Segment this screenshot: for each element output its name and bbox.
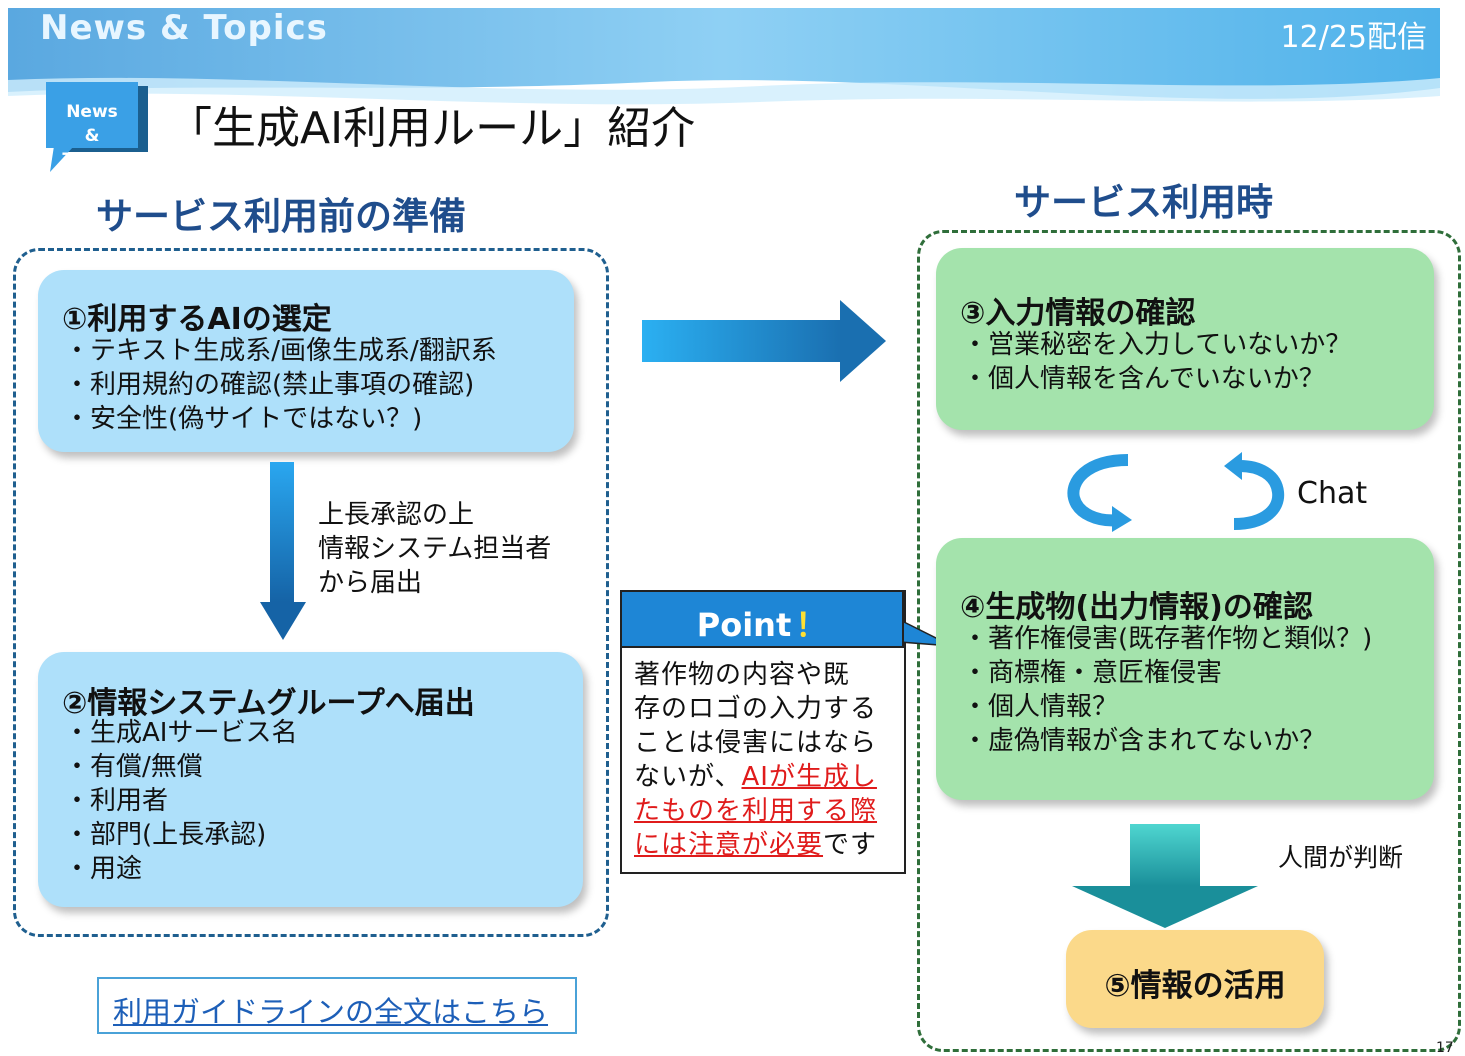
step1-card: ①利用するAIの選定 ・テキスト生成系/画像生成系/翻訳系 ・利用規約の確認(禁… xyxy=(38,270,574,452)
badge-text: News & Topics xyxy=(62,102,122,170)
step1-heading: ①利用するAIの選定 xyxy=(62,302,332,337)
list-item: ・部門(上長承認) xyxy=(64,820,267,850)
section-title-during-use: サービス利用時 xyxy=(1014,181,1273,224)
right-arrow-icon xyxy=(642,300,886,382)
cycle-arrow-right-icon xyxy=(1224,452,1285,530)
step3-list: ・営業秘密を入力していないか？ ・個人情報を含んでいないか？ xyxy=(962,328,1351,396)
down-arrow-icon xyxy=(260,462,306,640)
step4-list: ・著作権侵害(既存著作物と類似？) ・商標権・意匠権侵害 ・個人情報？ ・虚偽情… xyxy=(962,622,1372,758)
publish-date: 12/25配信 xyxy=(1280,20,1427,55)
cycle-arrow-left-icon xyxy=(1067,454,1132,532)
news-topics-badge-icon xyxy=(46,82,148,172)
exclamation-icon: ！ xyxy=(795,606,828,644)
step4-card: ④生成物(出力情報)の確認 ・著作権侵害(既存著作物と類似？) ・商標権・意匠権… xyxy=(936,538,1434,800)
section-title-before-use: サービス利用前の準備 xyxy=(96,195,466,238)
list-item: ・個人情報を含んでいないか？ xyxy=(962,364,1325,394)
judgement-arrow-icon xyxy=(1072,824,1258,928)
step5-heading: ⑤情報の活用 xyxy=(1104,968,1286,1004)
point-label: Point！ xyxy=(696,606,828,644)
step2-list: ・生成AIサービス名 ・有償/無償 ・利用者 ・部門(上長承認) ・用途 xyxy=(64,716,297,886)
step5-card: ⑤情報の活用 xyxy=(1066,930,1324,1028)
list-item: ・虚偽情報が含まれてないか？ xyxy=(962,726,1326,756)
step1-list: ・テキスト生成系/画像生成系/翻訳系 ・利用規約の確認(禁止事項の確認) ・安全… xyxy=(64,334,497,436)
point-header xyxy=(620,590,904,648)
step2-heading: ②情報システムグループへ届出 xyxy=(62,686,475,721)
list-item: ・用途 xyxy=(64,854,143,884)
list-item: ・営業秘密を入力していないか？ xyxy=(962,330,1352,360)
human-judgement-label: 人間が判断 xyxy=(1278,843,1404,872)
header-banner xyxy=(8,8,1440,105)
list-item: ・利用者 xyxy=(64,786,169,816)
list-item: ・テキスト生成系/画像生成系/翻訳系 xyxy=(64,336,497,366)
list-item: ・利用規約の確認(禁止事項の確認) xyxy=(64,370,475,400)
list-item: ・有償/無償 xyxy=(64,752,203,782)
step4-heading: ④生成物(出力情報)の確認 xyxy=(960,590,1313,625)
point-text: 著作物の内容や既 存のロゴの入力する ことは侵害にはなら ないが、AIが生成し … xyxy=(634,660,878,860)
approval-note: 上長承認の上 情報システム担当者 から届出 xyxy=(318,500,552,598)
list-item: ・安全性(偽サイトではない？) xyxy=(64,404,423,434)
list-item: ・生成AIサービス名 xyxy=(64,718,298,748)
guideline-link[interactable]: 利用ガイドラインの全文はこちら xyxy=(97,977,577,1034)
step3-card: ③入力情報の確認 ・営業秘密を入力していないか？ ・個人情報を含んでいないか？ xyxy=(936,248,1434,430)
list-item: ・商標権・意匠権侵害 xyxy=(962,658,1223,688)
list-item: ・著作権侵害(既存著作物と類似？) xyxy=(962,624,1373,654)
chat-label: Chat xyxy=(1297,476,1368,511)
page-title: 「生成AI利用ルール」紹介 xyxy=(168,103,696,154)
page-number: 17 xyxy=(1436,1040,1454,1056)
step2-card: ②情報システムグループへ届出 ・生成AIサービス名 ・有償/無償 ・利用者 ・部… xyxy=(38,652,583,907)
before-use-container xyxy=(13,248,609,937)
banner-title: News & Topics xyxy=(40,8,328,48)
guideline-link-text[interactable]: 利用ガイドラインの全文はこちら xyxy=(113,995,549,1029)
list-item: ・個人情報？ xyxy=(962,692,1119,722)
step3-heading: ③入力情報の確認 xyxy=(960,296,1196,331)
